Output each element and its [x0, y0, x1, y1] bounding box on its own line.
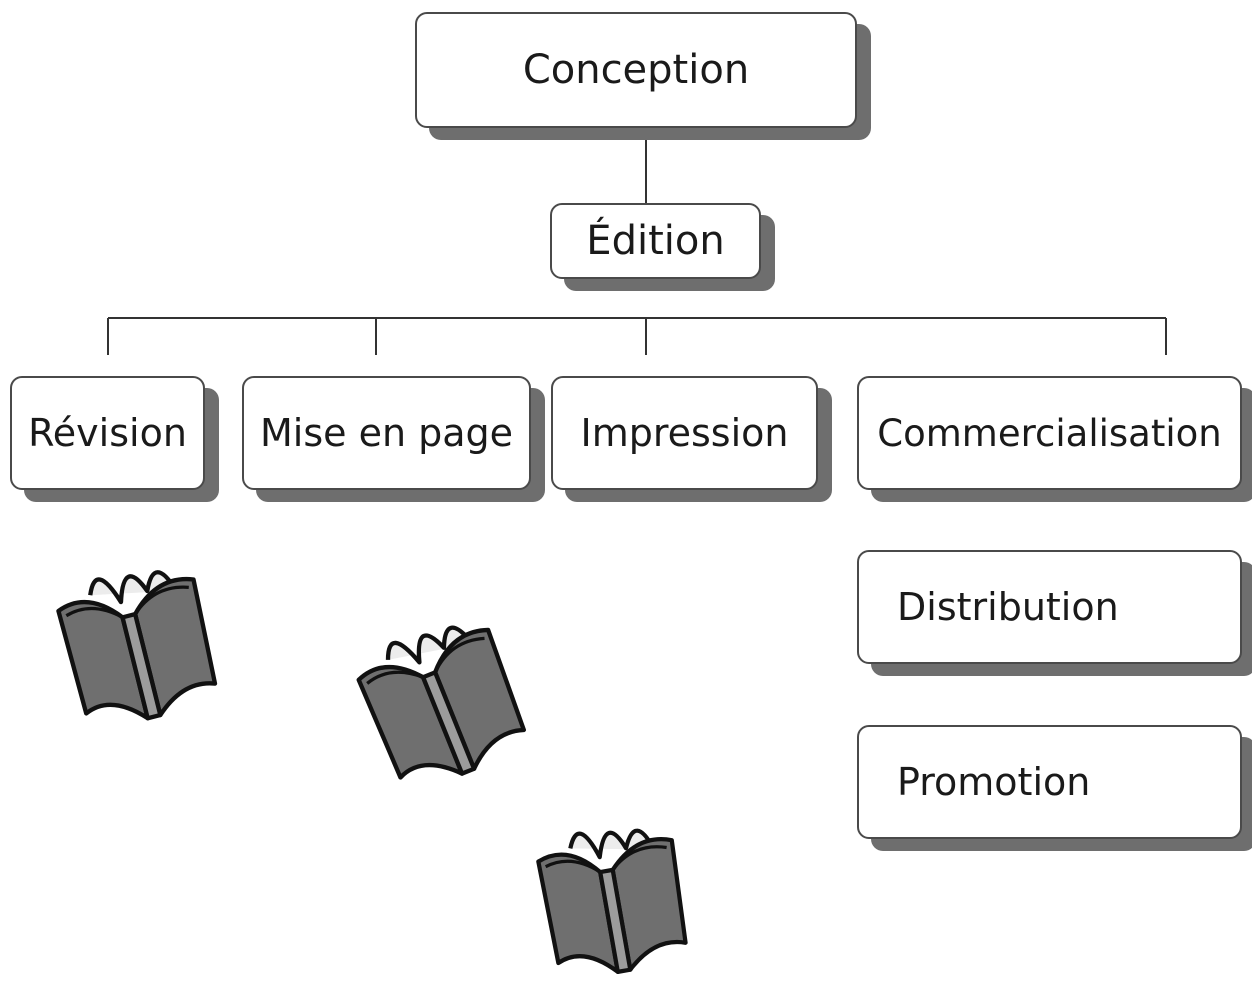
node-revision: Révision: [10, 376, 205, 490]
node-impression: Impression: [551, 376, 818, 490]
node-commercialisation-label: Commercialisation: [877, 411, 1222, 455]
node-commercialisation: Commercialisation: [857, 376, 1242, 490]
node-promotion: Promotion: [857, 725, 1242, 839]
node-promotion-label: Promotion: [897, 760, 1091, 804]
node-distribution: Distribution: [857, 550, 1242, 664]
node-mise-en-page-label: Mise en page: [259, 411, 514, 455]
node-edition-label: Édition: [586, 218, 725, 264]
node-conception: Conception: [415, 12, 857, 128]
node-conception-label: Conception: [522, 47, 750, 93]
book-icon: [56, 570, 218, 721]
node-distribution-label: Distribution: [897, 585, 1119, 629]
node-impression-label: Impression: [580, 411, 789, 455]
node-edition: Édition: [550, 203, 761, 279]
book-icon: [536, 828, 688, 974]
node-mise-en-page: Mise en page: [242, 376, 531, 490]
book-icon: [356, 625, 527, 780]
node-revision-label: Révision: [28, 411, 187, 455]
